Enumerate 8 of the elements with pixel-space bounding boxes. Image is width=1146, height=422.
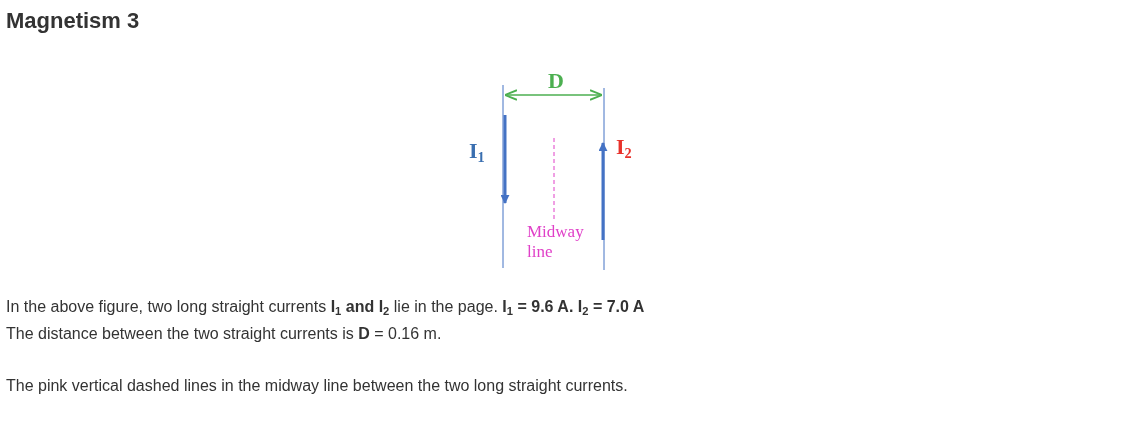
dimension-label: D bbox=[548, 68, 564, 94]
current-label: I$_{1}$ bbox=[469, 138, 485, 164]
paragraph: The pink vertical dashed lines in the midway line between the two long straight currents. bbox=[6, 377, 628, 395]
midway-line-label: Midway line bbox=[527, 222, 585, 262]
paragraph: In the above figure, two long straight currents I$_{1}$ and I$_{2}$ lie in the page. I$_{1}$ = 9.6 A. I$_{2}$ = 7.0 A bbox=[6, 298, 645, 316]
paragraph: The distance between the two straight currents is D = 0.16 m. bbox=[6, 325, 442, 343]
current-label: I$_{2}$ bbox=[616, 134, 632, 160]
title: Magnetism 3 bbox=[6, 8, 140, 34]
